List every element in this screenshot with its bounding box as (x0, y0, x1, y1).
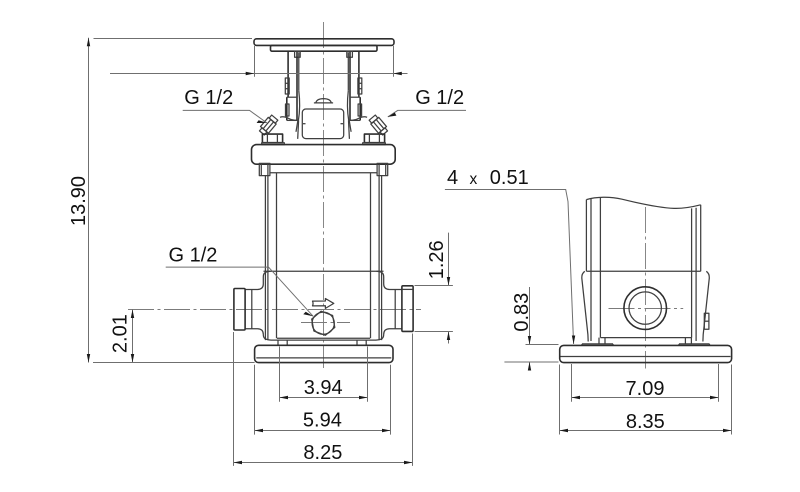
svg-text:8.25: 8.25 (303, 442, 342, 464)
svg-text:0.83: 0.83 (511, 293, 533, 332)
svg-text:7.09: 7.09 (626, 378, 665, 400)
svg-text:x: x (470, 171, 478, 188)
svg-text:8.35: 8.35 (626, 411, 665, 433)
svg-text:4: 4 (447, 167, 458, 189)
svg-text:0.51: 0.51 (490, 167, 529, 189)
svg-text:1.26: 1.26 (426, 240, 448, 279)
svg-text:G 1/2: G 1/2 (415, 87, 464, 109)
svg-text:G 1/2: G 1/2 (184, 87, 233, 109)
svg-text:13.90: 13.90 (68, 176, 90, 226)
svg-text:2.01: 2.01 (109, 314, 131, 353)
svg-text:3.94: 3.94 (304, 377, 343, 399)
svg-text:G 1/2: G 1/2 (169, 245, 218, 267)
svg-text:5.94: 5.94 (303, 409, 342, 431)
